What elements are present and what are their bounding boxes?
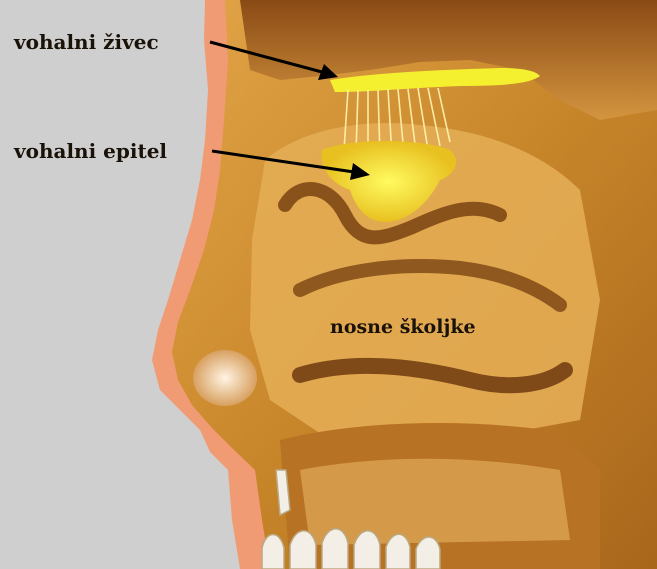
nasal-conchae-label: nosne školjke: [330, 316, 476, 338]
olfactory-epithelium-label: vohalni epitel: [14, 139, 167, 163]
nostril: [193, 350, 257, 406]
olfactory-nerve-label: vohalni živec: [14, 30, 159, 54]
